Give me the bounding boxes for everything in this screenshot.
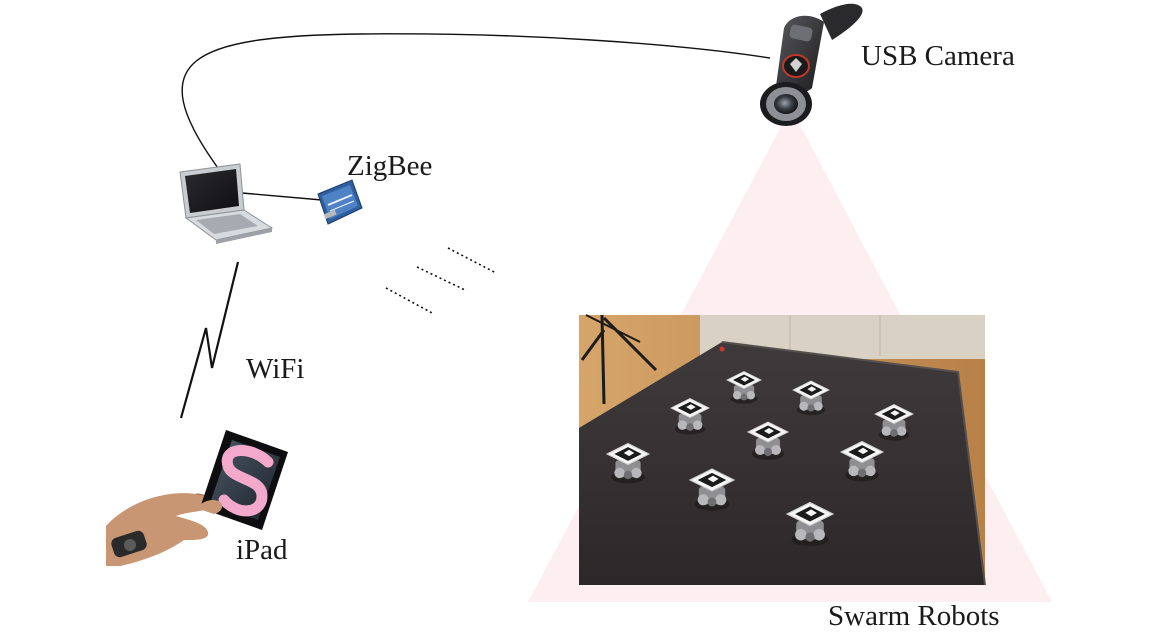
swarm-robots-label: Swarm Robots xyxy=(828,600,1000,632)
swarm-robot xyxy=(873,403,915,441)
usb-camera-icon xyxy=(760,3,863,126)
zigbee-module-icon xyxy=(317,179,363,225)
swarm-robot xyxy=(669,397,711,435)
swarm-robot xyxy=(746,421,790,460)
swarm-robot xyxy=(605,442,651,484)
zigbee-cable xyxy=(241,192,323,201)
hand-icon xyxy=(106,493,216,566)
usb-cable xyxy=(181,33,771,169)
wifi-link xyxy=(179,261,240,419)
usb-camera-label: USB Camera xyxy=(861,40,1015,72)
robot-group xyxy=(605,371,915,547)
swarm-robot xyxy=(688,468,736,511)
laptop-icon xyxy=(179,163,274,244)
zigbee-label: ZigBee xyxy=(347,150,432,182)
ipad-label: iPad xyxy=(236,534,288,566)
wifi-label: WiFi xyxy=(246,353,304,385)
swarm-robot xyxy=(791,380,831,416)
ipad-icon xyxy=(196,430,288,530)
swarm-robot xyxy=(839,440,885,482)
swarm-robot xyxy=(726,371,762,404)
ipad-s-drawing xyxy=(218,445,274,517)
swarm-robot xyxy=(785,501,835,547)
swarm-robot-arena-photo xyxy=(579,314,986,586)
zigbee-signal-waves xyxy=(385,247,497,315)
